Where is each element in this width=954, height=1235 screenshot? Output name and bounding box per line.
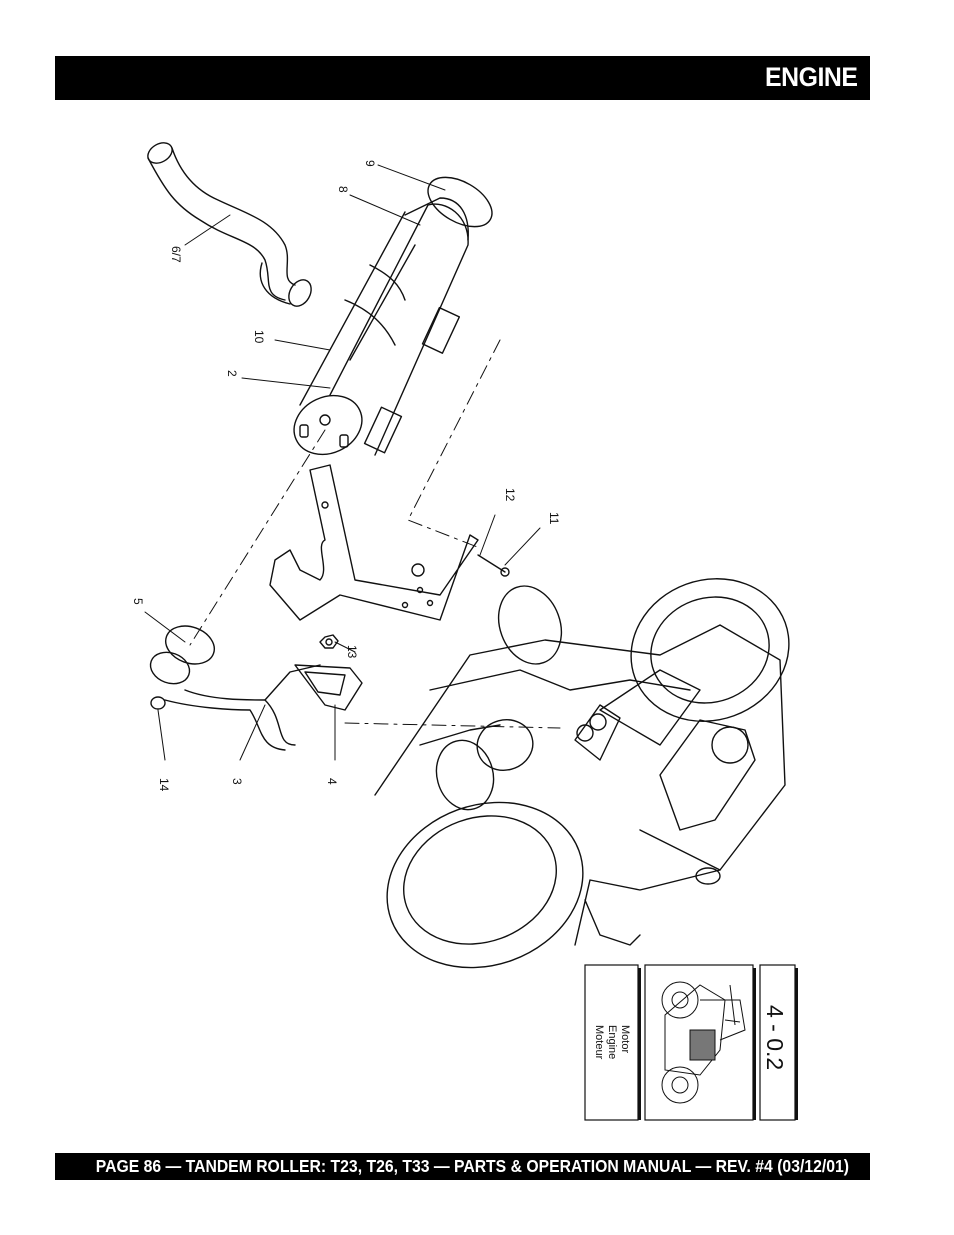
callout-14: 14 (157, 778, 171, 792)
exhaust-elbow (149, 625, 321, 751)
callout-11: 11 (547, 512, 561, 525)
gasket (294, 664, 363, 711)
muffler-bracket (269, 464, 479, 621)
callout-13: 13 (345, 645, 359, 659)
page-title: ENGINE (765, 62, 859, 92)
rain-cap (427, 176, 493, 228)
section-label-motor: Motor (619, 1025, 631, 1053)
heat-shield (404, 197, 469, 241)
footer-bar: PAGE 86 — TANDEM ROLLER: T23, T26, T33 —… (55, 1153, 870, 1180)
section-number: 4 - 0.2 (762, 1005, 788, 1070)
callout-5: 5 (131, 598, 145, 605)
callout-9: 9 (363, 160, 377, 167)
callout-labels: 9 8 6/7 10 2 12 11 5 13 14 3 4 (131, 160, 561, 792)
callout-12: 12 (503, 488, 517, 502)
section-tab-number-box: 4 - 0.2 (759, 964, 798, 1121)
section-tab-thumbnail (644, 964, 756, 1121)
section-tab-labels-box: Motor Engine Moteur (584, 964, 641, 1121)
section-label-engine: Engine (606, 1025, 618, 1059)
bolt (411, 554, 510, 577)
muffler (293, 203, 469, 456)
header-bar: ENGINE (55, 56, 870, 100)
exhaust-pipe (147, 142, 312, 307)
section-label-moteur: Moteur (593, 1025, 605, 1060)
page-footer: PAGE 86 — TANDEM ROLLER: T23, T26, T33 —… (95, 1156, 849, 1176)
callout-8: 8 (336, 186, 350, 193)
callout-10: 10 (252, 330, 266, 344)
section-tab: Motor Engine Moteur 4 - 0.2 (584, 964, 798, 1121)
nut (319, 634, 339, 649)
engine-block (374, 578, 790, 969)
callout-4: 4 (325, 778, 339, 785)
callout-2: 2 (225, 370, 239, 377)
callout-6-7: 6/7 (169, 246, 183, 263)
callout-3: 3 (230, 778, 244, 785)
